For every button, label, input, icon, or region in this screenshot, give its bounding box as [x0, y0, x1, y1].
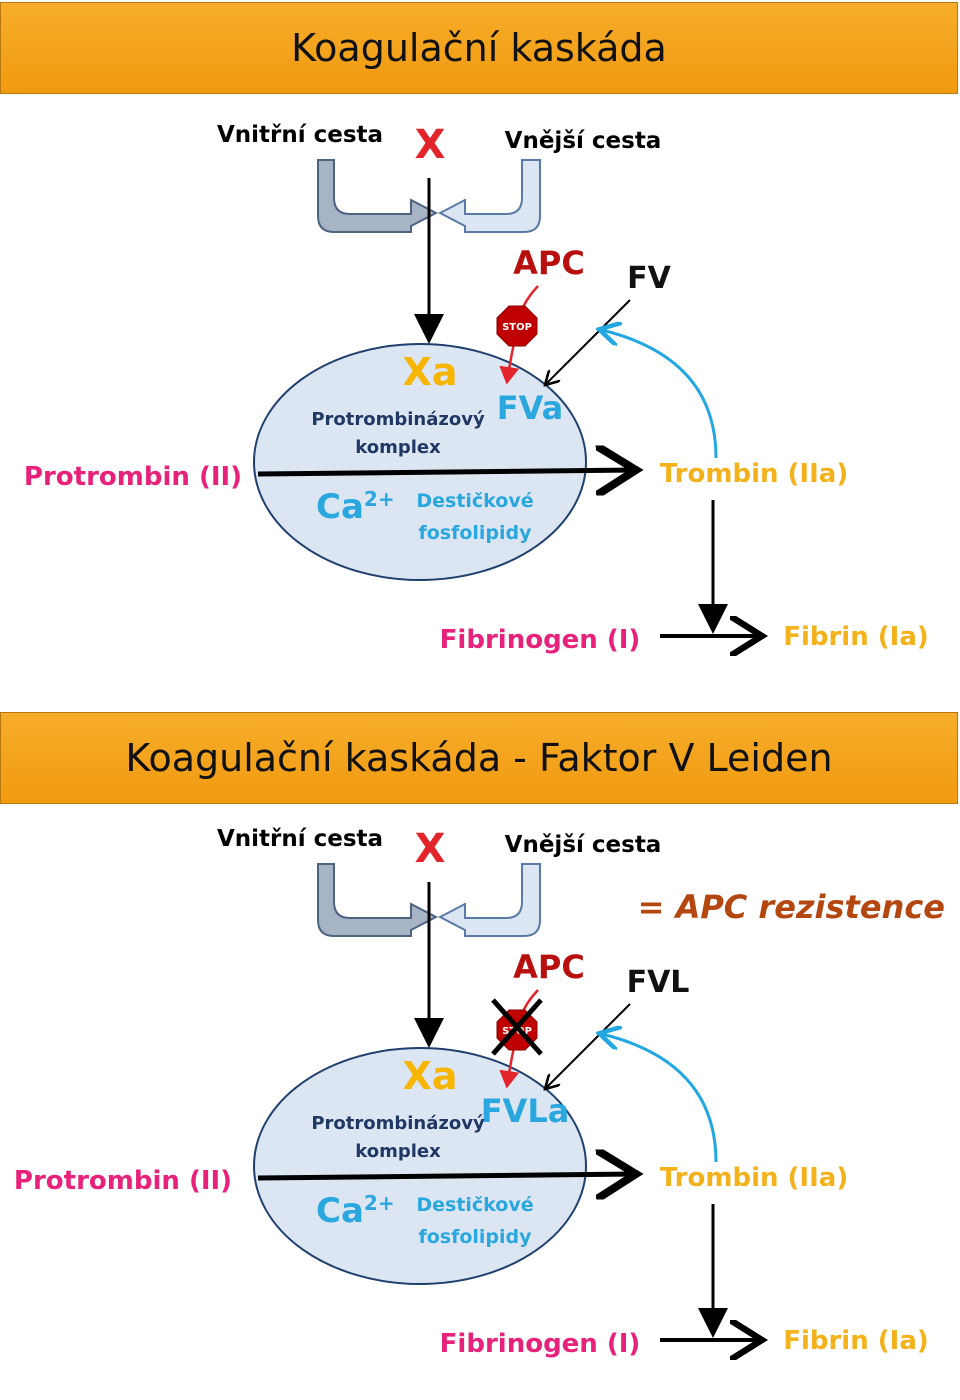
fv-to-fva-arrow — [545, 299, 631, 385]
fibrinogen-label: Fibrinogen (I) — [440, 1329, 641, 1359]
factor-vl-label: FVL — [627, 965, 690, 1000]
thrombin-feedback-arrow — [602, 330, 718, 459]
phospholipids-label-line2: fosfolipidy — [418, 522, 532, 544]
fvla-label: FVLa — [481, 1092, 570, 1130]
intrinsic-pathway-label: Vnitřní cesta — [217, 826, 383, 852]
complex-label-line2: komplex — [355, 437, 441, 458]
apc-label: APC — [513, 244, 585, 282]
panel-1-title: Koagulační kaskáda — [0, 2, 958, 94]
xa-label: Xa — [403, 1054, 458, 1098]
complex-label-line1: Protrombinázový — [311, 409, 485, 430]
apc-resistance-note: = APC rezistence — [638, 888, 945, 926]
prothrombin-label: Protrombin (II) — [14, 1166, 232, 1196]
thrombin-label: Trombin (IIa) — [660, 1163, 848, 1193]
extrinsic-pathway-label: Vnější cesta — [505, 832, 662, 858]
thrombin-feedback-arrow — [602, 1034, 718, 1163]
prothrombinase-ellipse — [253, 343, 587, 581]
panel-1-diagram: Vnitřní cesta X Vnější cesta APC STOP FV… — [24, 122, 929, 655]
fibrin-label: Fibrin (Ia) — [783, 1326, 929, 1356]
factor-x-label: X — [415, 826, 446, 872]
thrombin-label: Trombin (IIa) — [660, 459, 848, 489]
prothrombin-conversion-arrow — [257, 1174, 636, 1178]
extrinsic-pathway-label: Vnější cesta — [505, 128, 662, 154]
intrinsic-pathway-label: Vnitřní cesta — [217, 122, 383, 148]
fibrin-label: Fibrin (Ia) — [783, 622, 929, 652]
complex-label-line1: Protrombinázový — [311, 1113, 485, 1134]
panel-2-diagram: Vnitřní cesta X Vnější cesta = APC rezis… — [14, 826, 945, 1359]
calcium-label: Ca2+ — [316, 487, 395, 527]
cross-icon — [491, 998, 543, 1056]
intrinsic-arrow — [317, 159, 439, 233]
factor-x-label: X — [415, 122, 446, 168]
apc-label: APC — [513, 948, 585, 986]
prothrombinase-ellipse — [253, 1047, 587, 1285]
calcium-label: Ca2+ — [316, 1191, 395, 1231]
fibrinogen-label: Fibrinogen (I) — [440, 625, 641, 655]
phospholipids-label-line1: Destičkové — [416, 490, 533, 512]
xa-label: Xa — [403, 350, 458, 394]
stop-sign-icon — [496, 305, 538, 347]
intrinsic-arrow — [317, 863, 439, 937]
prothrombin-conversion-arrow — [257, 470, 636, 474]
fva-label: FVa — [497, 389, 563, 427]
complex-label-line2: komplex — [355, 1141, 441, 1162]
phospholipids-label-line1: Destičkové — [416, 1194, 533, 1216]
fvl-to-fvla-arrow — [545, 1003, 631, 1089]
prothrombin-label: Protrombin (II) — [24, 462, 242, 492]
panel-2-title: Koagulační kaskáda - Faktor V Leiden — [0, 712, 958, 804]
stop-sign-text: STOP — [502, 322, 532, 333]
extrinsic-arrow — [437, 863, 541, 937]
phospholipids-label-line2: fosfolipidy — [418, 1226, 532, 1248]
extrinsic-arrow — [437, 159, 541, 233]
factor-v-label: FV — [627, 261, 671, 296]
stop-sign-text: STOP — [502, 1026, 532, 1037]
